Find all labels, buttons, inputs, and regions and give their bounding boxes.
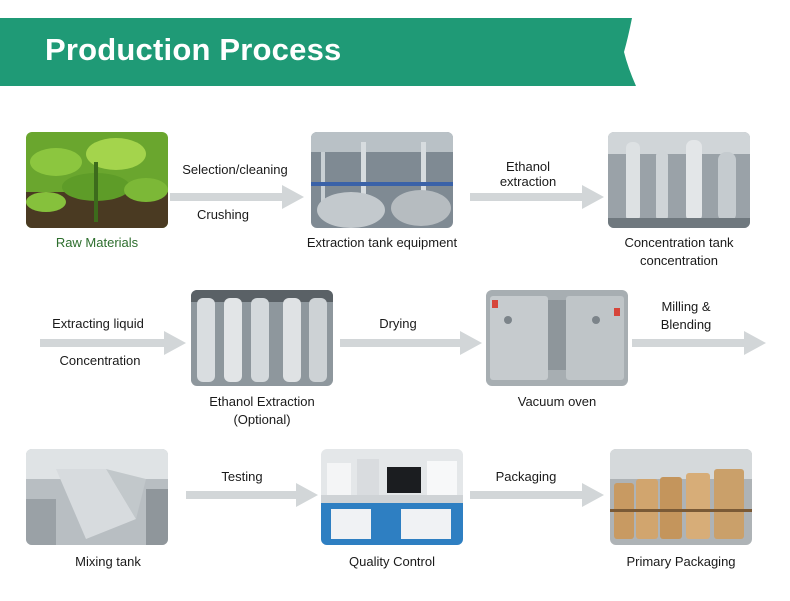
arrow-5	[632, 331, 766, 355]
extraction-tank-photo	[311, 132, 453, 228]
step-extracting-liquid: Extracting liquid	[52, 316, 144, 331]
step-crushing: Crushing	[196, 207, 250, 222]
step-extraction: extraction	[499, 174, 557, 189]
node-concentration-tank: Concentration tank	[624, 235, 734, 250]
concentration-tank-photo	[608, 132, 750, 228]
arrow-1	[170, 185, 304, 209]
node-optional: (Optional)	[233, 412, 291, 427]
ethanol-extraction-photo	[191, 290, 333, 386]
node-extraction-tank: Extraction tank equipment	[306, 235, 458, 250]
arrow-4	[340, 331, 482, 355]
step-milling: Milling &	[661, 299, 711, 314]
arrow-2	[470, 185, 604, 209]
mixing-tank-photo	[26, 449, 168, 545]
node-concentration: concentration	[639, 253, 719, 268]
step-blending: Blending	[660, 317, 712, 332]
step-packaging: Packaging	[495, 469, 557, 484]
step-drying: Drying	[379, 316, 417, 331]
step-concentration: Concentration	[59, 353, 141, 368]
primary-packaging-photo	[610, 449, 752, 545]
step-ethanol: Ethanol	[505, 159, 551, 174]
step-selection-cleaning: Selection/cleaning	[182, 162, 288, 177]
page-title: Production Process	[45, 32, 342, 67]
title-banner	[0, 18, 636, 86]
arrow-3	[40, 331, 186, 355]
arrow-7	[470, 483, 604, 507]
raw-materials-photo	[26, 132, 168, 228]
step-testing: Testing	[221, 469, 263, 484]
node-vacuum-oven: Vacuum oven	[517, 394, 597, 409]
node-mixing-tank: Mixing tank	[75, 554, 141, 569]
node-primary-packaging: Primary Packaging	[626, 554, 736, 569]
node-quality-control: Quality Control	[349, 554, 435, 569]
arrow-6	[186, 483, 318, 507]
node-raw-materials: Raw Materials	[55, 235, 139, 250]
quality-control-photo	[321, 449, 463, 545]
vacuum-oven-photo	[486, 290, 628, 386]
node-ethanol-extraction: Ethanol Extraction	[209, 394, 315, 409]
